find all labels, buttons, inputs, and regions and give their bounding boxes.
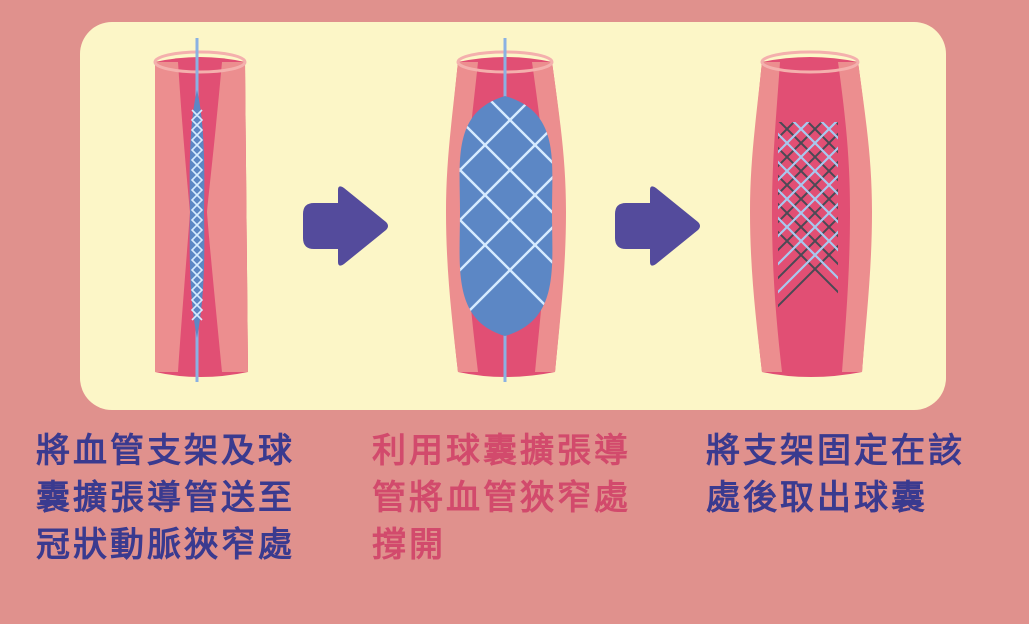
deployed-stent xyxy=(778,122,838,308)
vessel-wall-right xyxy=(838,62,872,372)
step-2-caption: 利用球囊擴張導 管將血管狹窄處 撐開 xyxy=(372,431,631,565)
vessel-rim-top xyxy=(760,50,860,74)
vessel-step-2 xyxy=(446,38,566,382)
arrow-right-icon xyxy=(615,186,700,266)
step-1-caption: 將血管支架及球 囊擴張導管送至 冠狀動脈狹窄處 xyxy=(36,431,295,565)
vessel-step-1 xyxy=(153,38,248,382)
arrow-right-icon xyxy=(303,186,388,266)
vessel-wall-left xyxy=(155,62,190,372)
vessel-rim-top xyxy=(153,50,247,74)
vessel-wall-left xyxy=(750,62,782,372)
vessel-wall-right xyxy=(207,62,248,372)
expanded-stent-mesh xyxy=(459,96,553,336)
step-3-caption: 將支架固定在該 處後取出球囊 xyxy=(706,431,965,518)
crimped-stent xyxy=(190,109,204,321)
vessel-step-3 xyxy=(750,50,872,377)
